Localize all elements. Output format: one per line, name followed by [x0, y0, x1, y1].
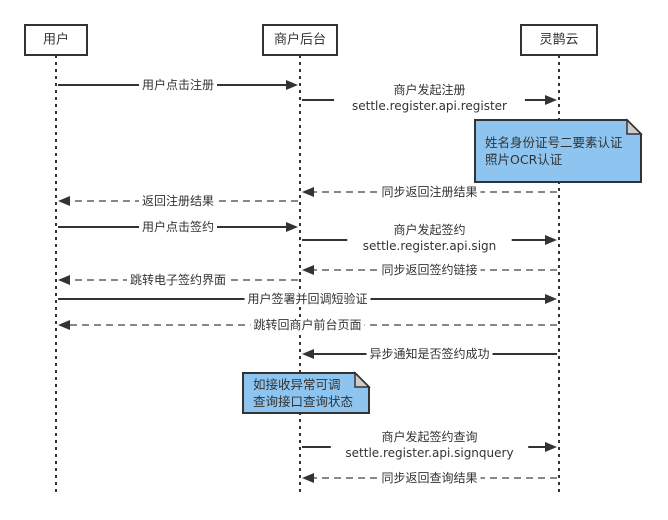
message-label: 返回注册结果	[142, 193, 214, 208]
actor-label: 灵鹊云	[539, 33, 578, 48]
message-label-background	[347, 222, 512, 254]
message-6: 商户发起签约 settle.register.api.sign	[302, 222, 557, 254]
message-label-background	[378, 184, 481, 200]
arrowhead-icon	[302, 349, 314, 359]
actor-user: 用户	[24, 24, 88, 56]
note-text: 如接收异常可调	[253, 377, 341, 392]
note-fold-icon	[626, 118, 643, 135]
message-label-background	[334, 82, 525, 114]
message-13: 同步返回查询结果	[302, 470, 557, 486]
message-label-background	[250, 317, 365, 333]
message-label-background	[378, 262, 481, 278]
arrowhead-icon	[302, 473, 314, 483]
message-label: settle.register.api.sign	[363, 239, 497, 253]
message-label-background	[139, 219, 217, 235]
message-label: 商户发起签约	[393, 222, 465, 237]
note-text: 姓名身份证号二要素认证	[485, 135, 623, 150]
message-label-background	[244, 291, 371, 307]
message-label: 同步返回注册结果	[381, 184, 477, 199]
arrowhead-icon	[545, 235, 557, 245]
arrowhead-icon	[545, 294, 557, 304]
message-label-background	[366, 346, 493, 362]
message-11: 异步通知是否签约成功	[302, 346, 557, 362]
actor-box	[262, 24, 338, 56]
arrowhead-icon	[545, 442, 557, 452]
arrowhead-icon	[58, 320, 70, 330]
message-label: 用户点击签约	[142, 219, 214, 234]
note-text: 照片OCR认证	[485, 152, 563, 167]
message-label: 跳转电子签约界面	[130, 272, 226, 287]
message-label: 跳转回商户前台页面	[253, 317, 361, 332]
message-3: 同步返回注册结果	[302, 184, 557, 200]
arrowhead-icon	[58, 275, 70, 285]
arrowhead-icon	[302, 187, 314, 197]
arrowhead-icon	[58, 196, 70, 206]
note-body	[474, 119, 642, 183]
message-label-background	[139, 77, 217, 93]
actor-box	[24, 24, 88, 56]
message-label: settle.register.api.register	[352, 99, 507, 113]
message-label: 异步通知是否签约成功	[369, 346, 489, 361]
message-label: 商户发起签约查询	[381, 429, 477, 444]
arrowhead-icon	[286, 80, 298, 90]
message-7: 同步返回签约链接	[302, 262, 557, 278]
arrowhead-icon	[545, 95, 557, 105]
arrowhead-icon	[302, 265, 314, 275]
message-10: 跳转回商户前台页面	[58, 317, 557, 333]
message-2: 商户发起注册 settle.register.api.register	[302, 82, 557, 114]
message-label: 同步返回查询结果	[381, 471, 477, 485]
message-label: 商户发起注册	[393, 82, 465, 97]
message-8: 跳转电子签约界面	[58, 272, 298, 288]
arrowhead-icon	[286, 222, 298, 232]
note-body	[242, 372, 370, 414]
message-1: 用户点击注册	[58, 77, 298, 93]
message-label-background	[139, 193, 217, 209]
message-4: 返回注册结果	[58, 193, 298, 209]
message-9: 用户签署并回调短验证	[58, 291, 557, 307]
message-label-background	[378, 470, 481, 486]
note-fold-icon	[354, 371, 371, 388]
message-label-background	[330, 429, 529, 461]
message-5: 用户点击签约	[58, 219, 298, 235]
message-12: 商户发起签约查询 settle.register.api.signquery	[302, 429, 557, 461]
message-label-background	[127, 272, 229, 288]
message-label: 用户签署并回调短验证	[247, 291, 367, 306]
actor-label: 用户	[43, 32, 69, 48]
message-label: 同步返回签约链接	[381, 262, 477, 277]
message-label: 用户点击注册	[142, 77, 214, 92]
actor-lingque: 灵鹊云	[520, 24, 598, 56]
message-label: settle.register.api.signquery	[345, 446, 513, 460]
actor-label: 商户后台	[274, 32, 326, 48]
note-text: 查询接口查询状态	[253, 394, 353, 409]
actor-merchant: 商户后台	[262, 24, 338, 56]
actor-box	[520, 24, 598, 56]
